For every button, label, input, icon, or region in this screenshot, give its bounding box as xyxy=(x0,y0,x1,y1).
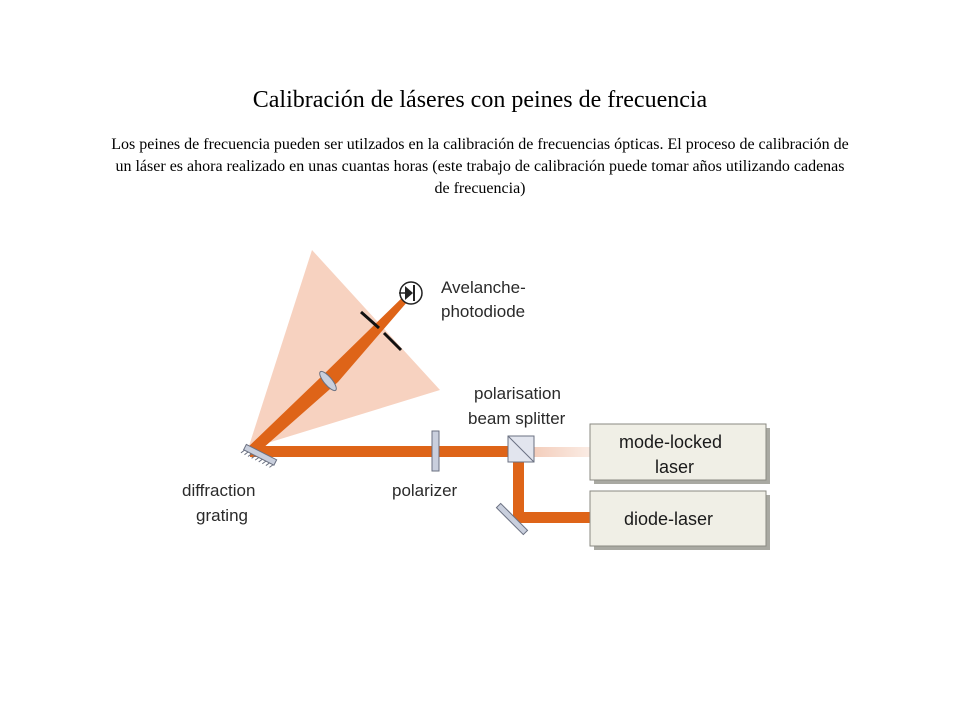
photodiode-label-line1: Avelanche- xyxy=(441,278,526,297)
page-description: Los peines de frecuencia pueden ser util… xyxy=(111,136,849,197)
mode-locked-beam xyxy=(522,447,594,457)
slit-upper xyxy=(360,310,380,330)
page-title: Calibración de láseres con peines de fre… xyxy=(252,87,708,113)
diode-laser xyxy=(589,490,770,550)
slit-lower xyxy=(382,331,403,352)
diode-beam-horizontal xyxy=(513,512,593,523)
splitter-label-line2: beam splitter xyxy=(468,409,566,428)
diffraction-grating xyxy=(240,443,278,468)
focused-beam xyxy=(246,290,414,449)
grating-label-line2: grating xyxy=(196,506,248,525)
main-beam xyxy=(250,446,522,457)
avalanche-photodiode xyxy=(399,281,423,305)
grating-label-line1: diffraction xyxy=(182,481,255,500)
focusing-lens xyxy=(319,370,337,392)
photodiode-label-line2: photodiode xyxy=(441,302,525,321)
splitter-label-line1: polarisation xyxy=(474,384,561,403)
diode-beam-vertical xyxy=(513,452,524,522)
mode-locked-label-line1: mode-locked xyxy=(619,432,722,452)
polarizer xyxy=(431,430,440,472)
mode-locked-label-line2: laser xyxy=(655,457,694,477)
mirror xyxy=(495,502,529,536)
polarizer-label: polarizer xyxy=(392,481,458,500)
diffracted-light-fan xyxy=(248,250,440,449)
diode-laser-label: diode-laser xyxy=(624,509,713,529)
polarisation-beam-splitter xyxy=(507,435,535,463)
mode-locked-laser xyxy=(589,423,770,484)
